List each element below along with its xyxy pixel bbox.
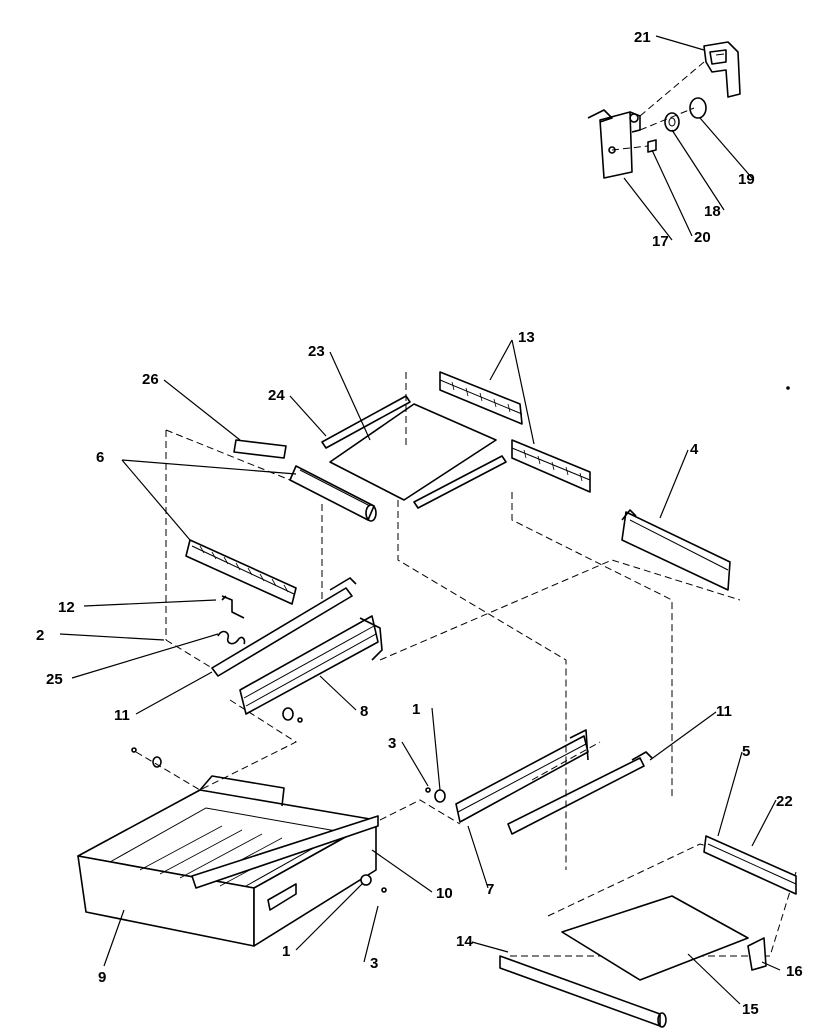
callout-4: 4 [690, 441, 699, 458]
callout-10: 10 [436, 885, 453, 902]
part-1-bushing-right [425, 787, 446, 803]
part-10-rail [191, 815, 379, 889]
callout-9: 9 [98, 969, 106, 986]
part-9-crisper-drawer [77, 775, 377, 947]
callout-23: 23 [308, 343, 325, 360]
part-12-hinge-pin [221, 595, 245, 619]
callout-13: 13 [518, 329, 535, 346]
callout-24: 24 [268, 387, 285, 404]
callout-7: 7 [486, 881, 494, 898]
callout-17: 17 [652, 233, 669, 250]
part-14-trim-front [499, 955, 667, 1028]
part-26-label [233, 439, 287, 459]
callout-14: 14 [456, 933, 473, 950]
callout-3-right: 3 [388, 735, 396, 752]
leader-lines [59, 35, 781, 1005]
callout-25: 25 [46, 671, 63, 688]
callout-22: 22 [776, 793, 793, 810]
part-6-rail-roller [289, 465, 377, 522]
callout-21: 21 [634, 29, 651, 46]
part-13-rail-rear [511, 439, 591, 493]
part-15-glass-panel [561, 895, 749, 981]
part-16-bracket [747, 937, 767, 971]
part-21-bracket [703, 41, 741, 98]
callout-5: 5 [742, 743, 750, 760]
callout-19: 19 [738, 171, 755, 188]
callout-8: 8 [360, 703, 368, 720]
callout-1-left: 1 [282, 943, 290, 960]
callout-6: 6 [96, 449, 104, 466]
part-11-slide-rail-left [211, 577, 357, 677]
callout-18: 18 [704, 203, 721, 220]
callout-16: 16 [786, 963, 803, 980]
part-17-mounting-plate [587, 109, 641, 179]
part-22-front-trim [703, 835, 797, 895]
part-25-spring [217, 630, 246, 645]
callout-20: 20 [694, 229, 711, 246]
callout-12: 12 [58, 599, 75, 616]
part-23-glass-shelf [329, 403, 497, 501]
part-13-rail-front [439, 371, 523, 425]
part-18-gear [664, 112, 680, 132]
part-19-washer [689, 97, 707, 119]
part-7-drawer-frame-right [455, 729, 589, 823]
part-1-bushing-left [282, 707, 303, 723]
part-3-screw-left [131, 747, 162, 768]
part-4-cover [621, 509, 731, 591]
callout-15: 15 [742, 1001, 759, 1018]
callout-11-left: 11 [114, 707, 130, 724]
part-6-rail [185, 539, 297, 605]
part-24-trim [321, 395, 507, 509]
part-11-slide-rail-right [507, 751, 653, 835]
callout-26: 26 [142, 371, 159, 388]
callout-11-right: 11 [716, 703, 732, 720]
callout-3-left: 3 [370, 955, 378, 972]
callout-2: 2 [36, 627, 44, 644]
part-20-clip [647, 139, 657, 153]
callout-1-right: 1 [412, 701, 420, 718]
part-5-crisper-cover-outline [510, 843, 797, 957]
part-8-drawer-frame [239, 615, 383, 715]
